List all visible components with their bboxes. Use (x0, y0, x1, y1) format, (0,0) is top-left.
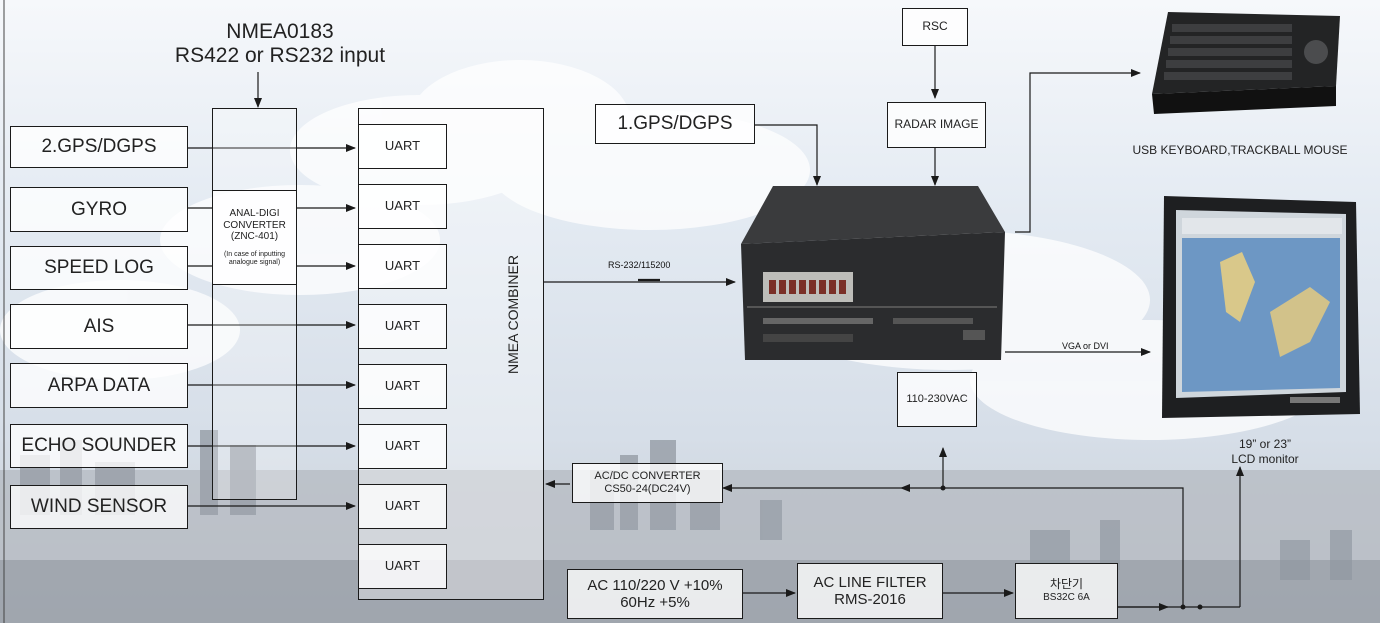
uart-1: UART (358, 124, 447, 169)
breaker-box: 차단기 BS32C 6A (1015, 563, 1118, 619)
keyboard-trackball-image (1152, 12, 1340, 114)
gps1-box: 1.GPS/DGPS (595, 104, 755, 144)
filter-line1: AC LINE FILTER (813, 573, 927, 591)
nmea-header: NMEA0183 RS422 or RS232 input (145, 20, 415, 68)
sensor-arpa-data: ARPA DATA (10, 363, 188, 408)
monitor-caption-line1: 19” or 23” (1238, 437, 1292, 451)
sensor-ais: AIS (10, 304, 188, 349)
uart-2: UART (358, 184, 447, 229)
power-input-box: 110-230VAC (897, 372, 977, 427)
sensor-gps2: 2.GPS/DGPS (10, 126, 188, 168)
sensor-wind: WIND SENSOR (10, 485, 188, 529)
wire-keyboard (1015, 69, 1141, 233)
anal-digi-converter: ANAL-DIGI CONVERTER (ZNC-401) (In case o… (212, 190, 297, 285)
uart-4: UART (358, 304, 447, 349)
ac-line-filter-box: AC LINE FILTER RMS-2016 (797, 563, 943, 619)
wire-power-bus (943, 487, 1184, 608)
serial-link-label: RS-232/115200 (608, 260, 671, 270)
rsc-box: RSC (902, 8, 968, 46)
converter-line1: ANAL-DIGI (229, 208, 280, 220)
sensor-echo-sounder: ECHO SOUNDER (10, 424, 188, 468)
converter-note2: analogue signal) (228, 258, 281, 266)
combiner-label: NMEA COMBINER (504, 254, 521, 374)
uart-5: UART (358, 364, 447, 409)
uart-6: UART (358, 424, 447, 469)
sensor-gyro: GYRO (10, 187, 188, 232)
ac-supply-line2: 60Hz +5% (620, 594, 690, 611)
monitor-caption: 19” or 23” LCD monitor (1215, 437, 1315, 467)
uart-7: UART (358, 484, 447, 529)
video-link-label: VGA or DVI (1062, 341, 1109, 351)
wire-gps1 (755, 124, 821, 186)
nmea-header-line1: NMEA0183 (226, 20, 334, 43)
converter-note1: (In case of inputting (223, 250, 286, 258)
acdc-converter-box: AC/DC CONVERTER CS50-24(DC24V) (572, 463, 723, 503)
ac-supply-line1: AC 110/220 V +10% (587, 576, 723, 594)
ac-supply-box: AC 110/220 V +10% 60Hz +5% (567, 569, 743, 619)
uart-8: UART (358, 544, 447, 589)
radar-image-box: RADAR IMAGE (887, 102, 986, 148)
lcd-monitor-image (1162, 196, 1360, 418)
filter-line2: RMS-2016 (834, 591, 906, 608)
converter-column (212, 108, 297, 500)
breaker-line1: 차단기 (1049, 577, 1084, 592)
breaker-line2: BS32C 6A (1043, 592, 1090, 604)
acdc-line1: AC/DC CONVERTER (594, 470, 701, 483)
computer-unit-image (741, 186, 1005, 360)
keyboard-caption: USB KEYBOARD,TRACKBALL MOUSE (1132, 143, 1348, 157)
converter-line2: CONVERTER (223, 219, 286, 231)
nmea-header-line2: RS422 or RS232 input (174, 44, 386, 67)
sensor-speed-log: SPEED LOG (10, 246, 188, 290)
acdc-line2: CS50-24(DC24V) (604, 483, 691, 495)
uart-3: UART (358, 244, 447, 289)
monitor-caption-line2: LCD monitor (1231, 452, 1299, 466)
converter-line3: (ZNC-401) (230, 231, 279, 243)
